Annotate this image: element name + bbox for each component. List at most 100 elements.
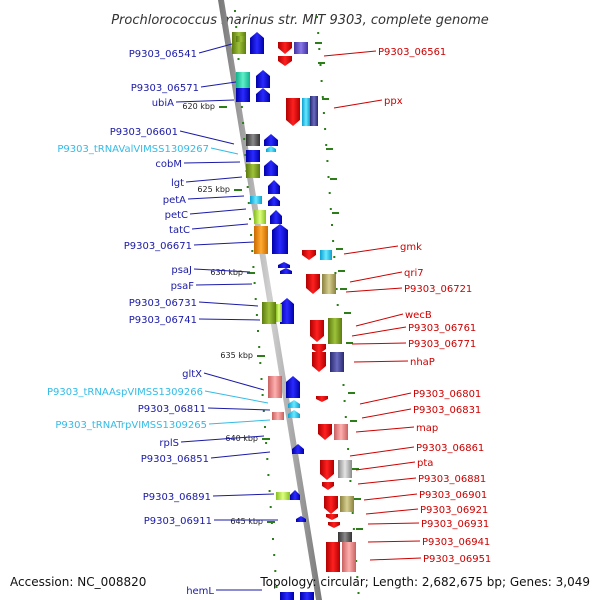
gene-feature[interactable] (236, 88, 250, 102)
gene-feature[interactable] (272, 412, 284, 420)
gene-feature[interactable] (328, 522, 340, 528)
gene-feature[interactable] (294, 42, 308, 54)
left-gene-label[interactable]: P9303_06741 (129, 315, 197, 326)
gene-feature[interactable] (262, 302, 276, 324)
gene-feature[interactable] (280, 592, 294, 600)
gene-feature[interactable] (280, 298, 294, 324)
gene-feature[interactable] (286, 98, 300, 126)
gene-feature[interactable] (296, 516, 306, 522)
gene-feature[interactable] (276, 492, 290, 500)
gene-feature[interactable] (310, 96, 318, 126)
left-gene-label[interactable]: P9303_06601 (110, 127, 178, 138)
right-gene-label[interactable]: gmk (400, 242, 422, 253)
gene-feature[interactable] (270, 210, 282, 224)
left-gene-label[interactable]: P9303_tRNATrpVIMSS1309265 (55, 420, 207, 431)
gene-feature[interactable] (286, 376, 300, 398)
gene-feature[interactable] (334, 424, 348, 440)
gene-feature[interactable] (306, 274, 320, 294)
gene-feature[interactable] (246, 150, 260, 162)
gene-feature[interactable] (266, 146, 276, 152)
right-gene-label[interactable]: qri7 (404, 268, 424, 279)
gene-feature[interactable] (328, 318, 342, 344)
gene-feature[interactable] (312, 352, 326, 372)
gene-feature[interactable] (232, 32, 246, 54)
gene-feature[interactable] (338, 460, 352, 478)
right-gene-label[interactable]: P9303_06901 (419, 490, 487, 501)
gene-feature[interactable] (326, 514, 338, 520)
gene-feature[interactable] (292, 444, 304, 454)
gene-feature[interactable] (310, 320, 324, 342)
left-gene-label[interactable]: P9303_06731 (129, 298, 197, 309)
left-gene-label[interactable]: P9303_06571 (131, 83, 199, 94)
left-gene-label[interactable]: P9303_06891 (143, 492, 211, 503)
right-gene-label[interactable]: P9303_06771 (408, 339, 476, 350)
gene-feature[interactable] (302, 250, 316, 260)
gene-feature[interactable] (246, 164, 260, 178)
gene-feature[interactable] (256, 88, 270, 102)
right-gene-label[interactable]: P9303_06921 (420, 505, 488, 516)
gene-feature[interactable] (278, 42, 292, 54)
left-gene-label[interactable]: psaJ (171, 265, 192, 276)
right-gene-label[interactable]: P9303_06561 (378, 47, 446, 58)
gene-feature[interactable] (340, 496, 354, 512)
gene-feature[interactable] (254, 210, 266, 224)
gene-feature[interactable] (250, 196, 262, 204)
left-gene-label[interactable]: P9303_06851 (141, 454, 209, 465)
gene-feature[interactable] (288, 410, 300, 418)
gene-feature[interactable] (290, 490, 300, 500)
left-gene-label[interactable]: cobM (155, 159, 182, 170)
gene-feature[interactable] (342, 542, 356, 572)
right-gene-label[interactable]: P9303_06941 (422, 537, 490, 548)
right-gene-label[interactable]: P9303_06761 (408, 323, 476, 334)
gene-feature[interactable] (278, 262, 290, 268)
gene-feature[interactable] (276, 304, 282, 322)
left-gene-label[interactable]: P9303_06911 (144, 516, 212, 527)
gene-feature[interactable] (268, 376, 282, 398)
gene-feature[interactable] (268, 196, 280, 206)
gene-feature[interactable] (338, 532, 352, 542)
right-gene-label[interactable]: pta (417, 458, 433, 469)
gene-feature[interactable] (316, 396, 328, 402)
left-gene-label[interactable]: P9303_tRNAValVIMSS1309267 (57, 144, 209, 155)
gene-feature[interactable] (322, 482, 334, 490)
gene-feature[interactable] (302, 98, 310, 126)
gene-feature[interactable] (322, 274, 336, 294)
gene-feature[interactable] (236, 36, 246, 42)
right-gene-label[interactable]: P9303_06881 (418, 474, 486, 485)
right-gene-label[interactable]: map (416, 423, 438, 434)
right-gene-label[interactable]: nhaP (410, 357, 435, 368)
gene-feature[interactable] (324, 496, 338, 514)
gene-feature[interactable] (246, 134, 260, 146)
left-gene-label[interactable]: hemL (186, 586, 214, 597)
left-gene-label[interactable]: lgt (171, 178, 184, 189)
left-gene-label[interactable]: P9303_tRNAAspVIMSS1309266 (47, 387, 203, 398)
left-gene-label[interactable]: ubiA (152, 98, 174, 109)
gene-feature[interactable] (320, 250, 332, 260)
gene-feature[interactable] (236, 72, 250, 88)
left-gene-label[interactable]: psaF (171, 281, 195, 292)
gene-feature[interactable] (330, 352, 344, 372)
gene-feature[interactable] (300, 592, 314, 600)
right-gene-label[interactable]: P9303_06831 (413, 405, 481, 416)
gene-feature[interactable] (280, 268, 292, 274)
right-gene-label[interactable]: P9303_06721 (404, 284, 472, 295)
left-gene-label[interactable]: petC (165, 210, 188, 221)
right-gene-label[interactable]: ppx (384, 96, 403, 107)
gene-feature[interactable] (312, 344, 326, 354)
left-gene-label[interactable]: tatC (169, 225, 190, 236)
gene-feature[interactable] (326, 542, 340, 572)
left-gene-label[interactable]: petA (163, 195, 186, 206)
right-gene-label[interactable]: P9303_06861 (416, 443, 484, 454)
gene-feature[interactable] (264, 160, 278, 176)
right-gene-label[interactable]: P9303_06801 (413, 389, 481, 400)
left-gene-label[interactable]: rplS (159, 438, 179, 449)
gene-feature[interactable] (318, 424, 332, 440)
gene-feature[interactable] (250, 32, 264, 54)
gene-feature[interactable] (272, 224, 288, 254)
gene-feature[interactable] (320, 460, 334, 480)
gene-feature[interactable] (278, 56, 292, 66)
right-gene-label[interactable]: P9303_06931 (421, 519, 489, 530)
left-gene-label[interactable]: gltX (182, 369, 202, 380)
left-gene-label[interactable]: P9303_06811 (138, 404, 206, 415)
gene-feature[interactable] (256, 70, 270, 88)
